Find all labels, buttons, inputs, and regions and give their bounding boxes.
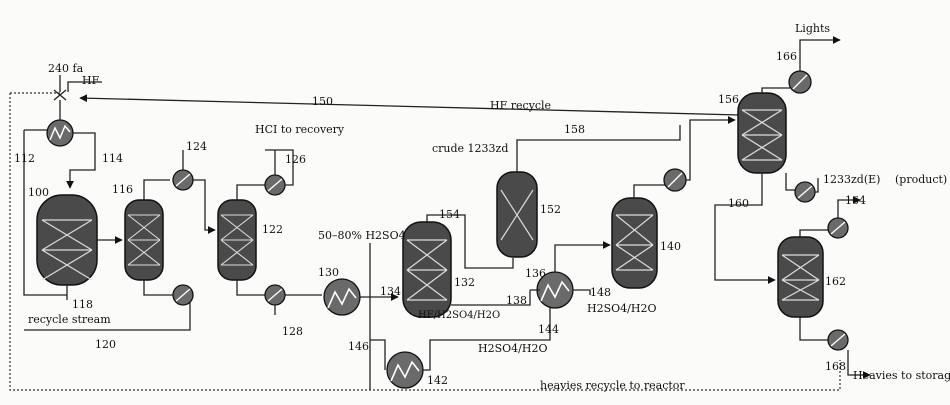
label-144: 144 bbox=[538, 323, 559, 336]
packed-column-icon bbox=[124, 199, 164, 281]
label-114: 114 bbox=[102, 152, 123, 165]
label-h2so4-h2o-b: H2SO4/H2O bbox=[478, 342, 547, 355]
packed-column-icon bbox=[217, 199, 257, 281]
label-164: 164 bbox=[845, 194, 866, 207]
line-156-top bbox=[761, 87, 790, 93]
label-150: 150 bbox=[312, 95, 333, 108]
label-168: 168 bbox=[825, 360, 846, 373]
heat-exchanger-icon bbox=[46, 119, 74, 147]
label-148: 148 bbox=[590, 286, 611, 299]
line-136-140 bbox=[554, 241, 611, 272]
heat-exchanger-icon bbox=[794, 181, 816, 203]
reactor-vessel-icon bbox=[36, 194, 98, 286]
label-142: 142 bbox=[427, 374, 448, 387]
line-160 bbox=[714, 173, 776, 284]
label-130: 130 bbox=[318, 266, 339, 279]
heat-exchanger-icon bbox=[827, 329, 849, 351]
label-lights: Lights bbox=[795, 22, 830, 35]
label-136: 136 bbox=[525, 267, 546, 280]
label-h2so4-h2o-a: H2SO4/H2O bbox=[587, 302, 656, 315]
feed-hf-line bbox=[67, 81, 102, 92]
packed-column-icon bbox=[402, 221, 452, 318]
line-162-top bbox=[799, 229, 828, 237]
packed-column-icon bbox=[496, 171, 538, 258]
heat-exchanger-icon bbox=[264, 174, 286, 196]
label-138: 138 bbox=[506, 294, 527, 307]
label-146: 146 bbox=[348, 340, 369, 353]
line-100-bottom bbox=[23, 165, 67, 296]
line-156-bottom bbox=[785, 173, 795, 191]
heavies-recycle-line bbox=[9, 93, 841, 391]
line-126 bbox=[265, 149, 294, 186]
label-240fa: 240 fa bbox=[48, 62, 84, 75]
line-112b bbox=[23, 129, 47, 165]
line-120 bbox=[24, 295, 191, 331]
heat-exchanger-icon bbox=[172, 169, 194, 191]
packed-column-icon bbox=[737, 92, 787, 174]
line-140-156 bbox=[686, 116, 736, 181]
line-154 bbox=[426, 214, 514, 269]
label-152: 152 bbox=[540, 203, 561, 216]
label-heavies-recycle: heavies recycle to reactor bbox=[540, 379, 685, 392]
label-124: 124 bbox=[186, 140, 207, 153]
label-crude: crude 1233zd bbox=[432, 142, 508, 155]
line-162-bottom bbox=[799, 317, 828, 341]
label-134: 134 bbox=[380, 285, 401, 298]
line-116-bottom bbox=[143, 280, 173, 296]
heat-exchanger-icon bbox=[172, 284, 194, 306]
label-hf-recycle: HF recycle bbox=[490, 99, 551, 112]
label-140: 140 bbox=[660, 240, 681, 253]
line-product bbox=[837, 196, 861, 218]
label-128: 128 bbox=[282, 325, 303, 338]
label-132: 132 bbox=[454, 276, 475, 289]
label-acid-feed: 50–80% H2SO4 bbox=[318, 229, 406, 242]
line-heavies-storage bbox=[847, 350, 871, 379]
label-120: 120 bbox=[95, 338, 116, 351]
line-114 bbox=[66, 132, 96, 189]
feed-valve bbox=[53, 89, 67, 101]
label-116: 116 bbox=[112, 183, 133, 196]
label-hf: HF bbox=[82, 74, 100, 87]
packed-column-icon bbox=[777, 236, 824, 318]
label-100: 100 bbox=[28, 186, 49, 199]
heat-exchanger-icon bbox=[323, 278, 361, 316]
label-166: 166 bbox=[776, 50, 797, 63]
label-recycle-stream: recycle stream bbox=[28, 313, 111, 326]
line-140-top bbox=[633, 184, 665, 198]
line-156-out bbox=[815, 178, 819, 193]
label-heavies-storage: Heavies to storage bbox=[853, 369, 950, 382]
line-158 bbox=[516, 125, 681, 172]
label-126: 126 bbox=[285, 153, 306, 166]
label-mix: HF/H2SO4/H2O bbox=[418, 310, 500, 321]
label-154: 154 bbox=[439, 208, 460, 221]
line-122-bottom bbox=[236, 280, 265, 296]
packed-column-icon bbox=[611, 197, 658, 289]
hf-recycle-line bbox=[79, 94, 741, 116]
line-148 bbox=[573, 289, 591, 295]
line-144 bbox=[423, 305, 551, 371]
heat-exchanger-icon bbox=[663, 168, 687, 192]
heat-exchanger-icon bbox=[788, 70, 812, 94]
label-162: 162 bbox=[825, 275, 846, 288]
line-mix bbox=[451, 290, 531, 306]
label-160: 160 bbox=[728, 197, 749, 210]
label-112: 112 bbox=[14, 152, 35, 165]
label-118: 118 bbox=[72, 298, 93, 311]
label-1233zd-e: 1233zd(E) bbox=[823, 173, 880, 186]
label-product: (product) bbox=[895, 173, 947, 186]
line-146 bbox=[370, 339, 386, 370]
label-156: 156 bbox=[718, 93, 739, 106]
line-116-top bbox=[143, 179, 170, 200]
label-122: 122 bbox=[262, 223, 283, 236]
label-hcl-recovery: HCI to recovery bbox=[255, 123, 345, 136]
heat-exchanger-icon bbox=[264, 284, 286, 306]
heat-exchanger-icon bbox=[827, 217, 849, 239]
line-lights bbox=[799, 36, 841, 71]
label-158: 158 bbox=[564, 123, 585, 136]
line-116-122 bbox=[193, 179, 216, 234]
line-122-top bbox=[236, 184, 265, 200]
heat-exchanger-icon bbox=[386, 351, 424, 389]
